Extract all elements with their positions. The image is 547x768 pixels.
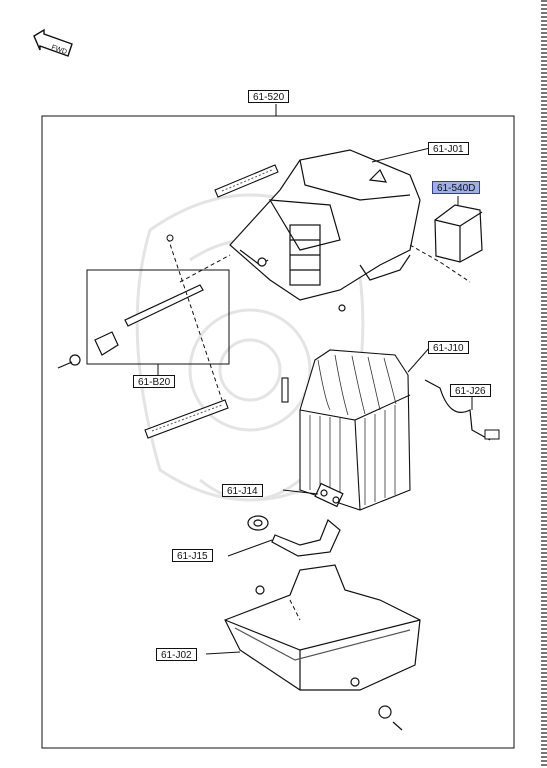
upper-case-drawing xyxy=(229,149,421,312)
sensor-connector xyxy=(484,429,500,440)
callout-pipe[interactable]: 61-J15 xyxy=(172,549,213,562)
callout-linkage[interactable]: 61-B20 xyxy=(133,375,176,388)
upper-filter-strip xyxy=(214,164,279,198)
callout-assembly[interactable]: 61-520 xyxy=(248,90,290,103)
sensor-wire xyxy=(424,379,491,441)
leader-lines xyxy=(371,147,473,410)
callout-expansion-valve[interactable]: 61-J14 xyxy=(222,484,263,497)
assembly-frame xyxy=(41,115,515,749)
callout-case-lower[interactable]: 61-J02 xyxy=(156,648,197,661)
callout-case-upper[interactable]: 61-J01 xyxy=(428,142,469,155)
lower-case-drawing xyxy=(224,564,421,731)
evaporator-drawing xyxy=(281,349,411,511)
forward-arrow-icon: FWD xyxy=(33,28,73,57)
callout-evaporator[interactable]: 61-J10 xyxy=(428,341,469,354)
callout-filter-module[interactable]: 61-540D xyxy=(432,181,481,194)
lower-filter-strip xyxy=(144,399,229,439)
linkage-drawing xyxy=(57,284,204,369)
filter-module-drawing xyxy=(434,204,483,263)
pipe-drawing xyxy=(247,515,341,557)
expansion-valve-drawing xyxy=(314,482,344,508)
callout-sensor[interactable]: 61-J26 xyxy=(450,384,491,397)
binding-edge xyxy=(541,0,547,768)
